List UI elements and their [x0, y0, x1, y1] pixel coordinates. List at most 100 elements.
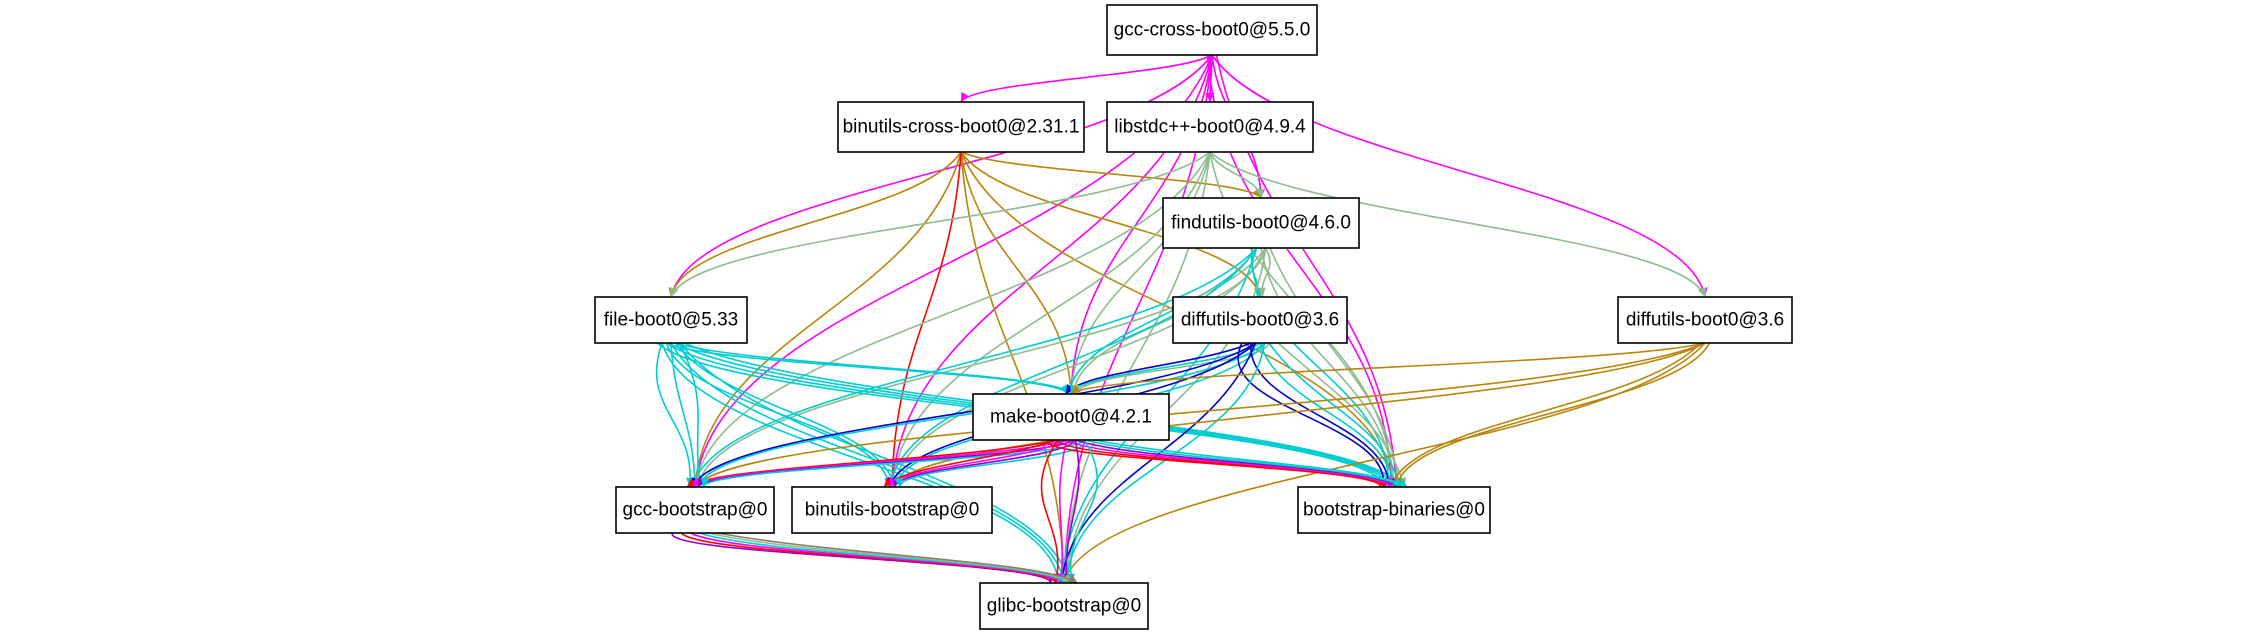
node-binutils-bootstrap[interactable]: binutils-bootstrap@0 [791, 486, 993, 534]
edge [960, 151, 1262, 199]
edge [691, 342, 1256, 488]
edge-file-to-make [666, 342, 1069, 395]
edge [679, 342, 704, 488]
node-box [615, 486, 775, 534]
edge [1075, 439, 1398, 488]
node-label: binutils-bootstrap@0 [805, 500, 980, 521]
edge [1057, 439, 1068, 584]
edge-libstdcpp-to-gcc_bootstrap [691, 151, 1211, 488]
node-label: findutils-boot0@4.6.0 [1171, 213, 1351, 234]
edge [891, 247, 1267, 488]
edge-findutils-to-binutils_bootstrap [886, 247, 1258, 488]
edge-make-to-bootstrap_binaries [1075, 439, 1398, 488]
edge [695, 247, 1267, 488]
edge-binutils_cross-to-findutils [960, 151, 1262, 199]
node-label: diffutils-boot0@3.6 [1626, 310, 1784, 331]
edge-diffutils_b-to-make [1070, 342, 1706, 395]
edge-findutils-to-bootstrap_binaries [1269, 247, 1403, 488]
edge-diffutils_a-to-gcc_bootstrap [696, 342, 1266, 488]
node-findutils-boot0[interactable]: findutils-boot0@4.6.0 [1162, 197, 1360, 249]
node-label: file-boot0@5.33 [604, 310, 738, 331]
edge-make-to-glibc_bootstrap [1061, 439, 1080, 584]
edge [696, 342, 1266, 488]
node-label: diffutils-boot0@3.6 [1181, 310, 1339, 331]
node-box [1162, 197, 1360, 249]
node-box [1106, 101, 1314, 153]
edge [1067, 151, 1211, 395]
node-box [972, 393, 1170, 441]
edge-binutils_cross-to-glibc_bootstrap [960, 151, 1069, 584]
edge [690, 532, 1062, 584]
edge-file-to-make [675, 342, 1075, 395]
node-gcc-cross-boot0[interactable]: gcc-cross-boot0@5.5.0 [1106, 4, 1318, 56]
edge-libstdcpp-to-make [1067, 151, 1211, 395]
edge-make-to-bootstrap_binaries [1093, 439, 1408, 488]
nodes-layer: gcc-cross-boot0@5.5.0 binutils-cross-boo… [594, 4, 1793, 630]
edge [1209, 151, 1265, 199]
edge-diffutils_a-to-make [1072, 342, 1270, 395]
node-box [594, 296, 748, 344]
edge [1040, 439, 1062, 584]
edge [891, 342, 1706, 488]
edge-findutils-to-make [1065, 247, 1258, 395]
edge-diffutils_a-to-bootstrap_binaries [1237, 342, 1389, 488]
edge [1209, 151, 1707, 298]
node-label: make-boot0@4.2.1 [990, 407, 1152, 428]
edge-diffutils_a-to-bootstrap_binaries [1250, 342, 1394, 488]
edge-gcc_bootstrap-to-glibc_bootstrap [699, 532, 1068, 584]
edge [1389, 342, 1702, 488]
edge [655, 342, 696, 488]
edge [1084, 439, 1403, 488]
node-label: bootstrap-binaries@0 [1303, 500, 1485, 521]
edge [1268, 342, 1402, 488]
edge-gcc_cross-to-binutils_cross [960, 54, 1213, 103]
edge [691, 151, 962, 488]
edge-diffutils_b-to-binutils_bootstrap [891, 342, 1706, 488]
edge-make-to-glibc_bootstrap [1040, 439, 1062, 584]
edge-make-to-bootstrap_binaries [1047, 439, 1387, 488]
node-file-boot0[interactable]: file-boot0@5.33 [594, 296, 748, 344]
edge [675, 342, 1075, 395]
edge-findutils-to-gcc_bootstrap [695, 247, 1267, 488]
node-binutils-cross-boot0[interactable]: binutils-cross-boot0@2.31.1 [837, 101, 1085, 153]
edge [666, 342, 1069, 395]
edge-make-to-glibc_bootstrap [1066, 439, 1098, 584]
edge [1070, 342, 1706, 395]
node-box [1297, 486, 1491, 534]
node-gcc-bootstrap[interactable]: gcc-bootstrap@0 [615, 486, 775, 534]
edge-diffutils_b-to-bootstrap_binaries [1389, 342, 1702, 488]
edge-diffutils_b-to-glibc_bootstrap [1062, 342, 1706, 584]
edge [691, 151, 1211, 488]
node-diffutils-boot0-center[interactable]: diffutils-boot0@3.6 [1172, 296, 1348, 344]
edge-gcc_cross-to-file [668, 54, 1213, 298]
edge [1062, 342, 1706, 584]
edge [1277, 342, 1407, 488]
node-label: glibc-bootstrap@0 [987, 596, 1141, 617]
edge-file-to-gcc_bootstrap [670, 342, 700, 488]
edge-file-to-gcc_bootstrap [679, 342, 704, 488]
edge [668, 151, 962, 298]
node-glibc-bootstrap[interactable]: glibc-bootstrap@0 [979, 582, 1149, 630]
node-bootstrap-binaries[interactable]: bootstrap-binaries@0 [1297, 486, 1491, 534]
node-label: binutils-cross-boot0@2.31.1 [843, 117, 1080, 138]
edge [960, 151, 1263, 298]
edge-diffutils_a-to-bootstrap_binaries [1277, 342, 1407, 488]
node-libstdcpp-boot0[interactable]: libstdc++-boot0@4.9.4 [1106, 101, 1314, 153]
edge-gcc_bootstrap-to-glibc_bootstrap [708, 532, 1073, 584]
edge [670, 342, 700, 488]
edge [690, 247, 1258, 488]
edge-diffutils_a-to-bootstrap_binaries [1259, 342, 1398, 488]
edge [1259, 342, 1398, 488]
edge-binutils_cross-to-gcc_bootstrap [691, 151, 962, 488]
edge-libstdcpp-to-diffutils_b [1209, 151, 1707, 298]
edge [1062, 342, 1266, 584]
edge [668, 54, 1213, 298]
edge [1057, 342, 1257, 584]
edge-findutils-to-gcc_bootstrap [690, 247, 1258, 488]
edge-libstdcpp-to-findutils [1209, 151, 1265, 199]
edge [1072, 342, 1270, 395]
node-label: gcc-bootstrap@0 [623, 500, 768, 521]
node-make-boot0[interactable]: make-boot0@4.2.1 [972, 393, 1170, 441]
edge-diffutils_b-to-bootstrap_binaries [1393, 342, 1711, 488]
node-diffutils-boot0-right[interactable]: diffutils-boot0@3.6 [1617, 296, 1793, 344]
